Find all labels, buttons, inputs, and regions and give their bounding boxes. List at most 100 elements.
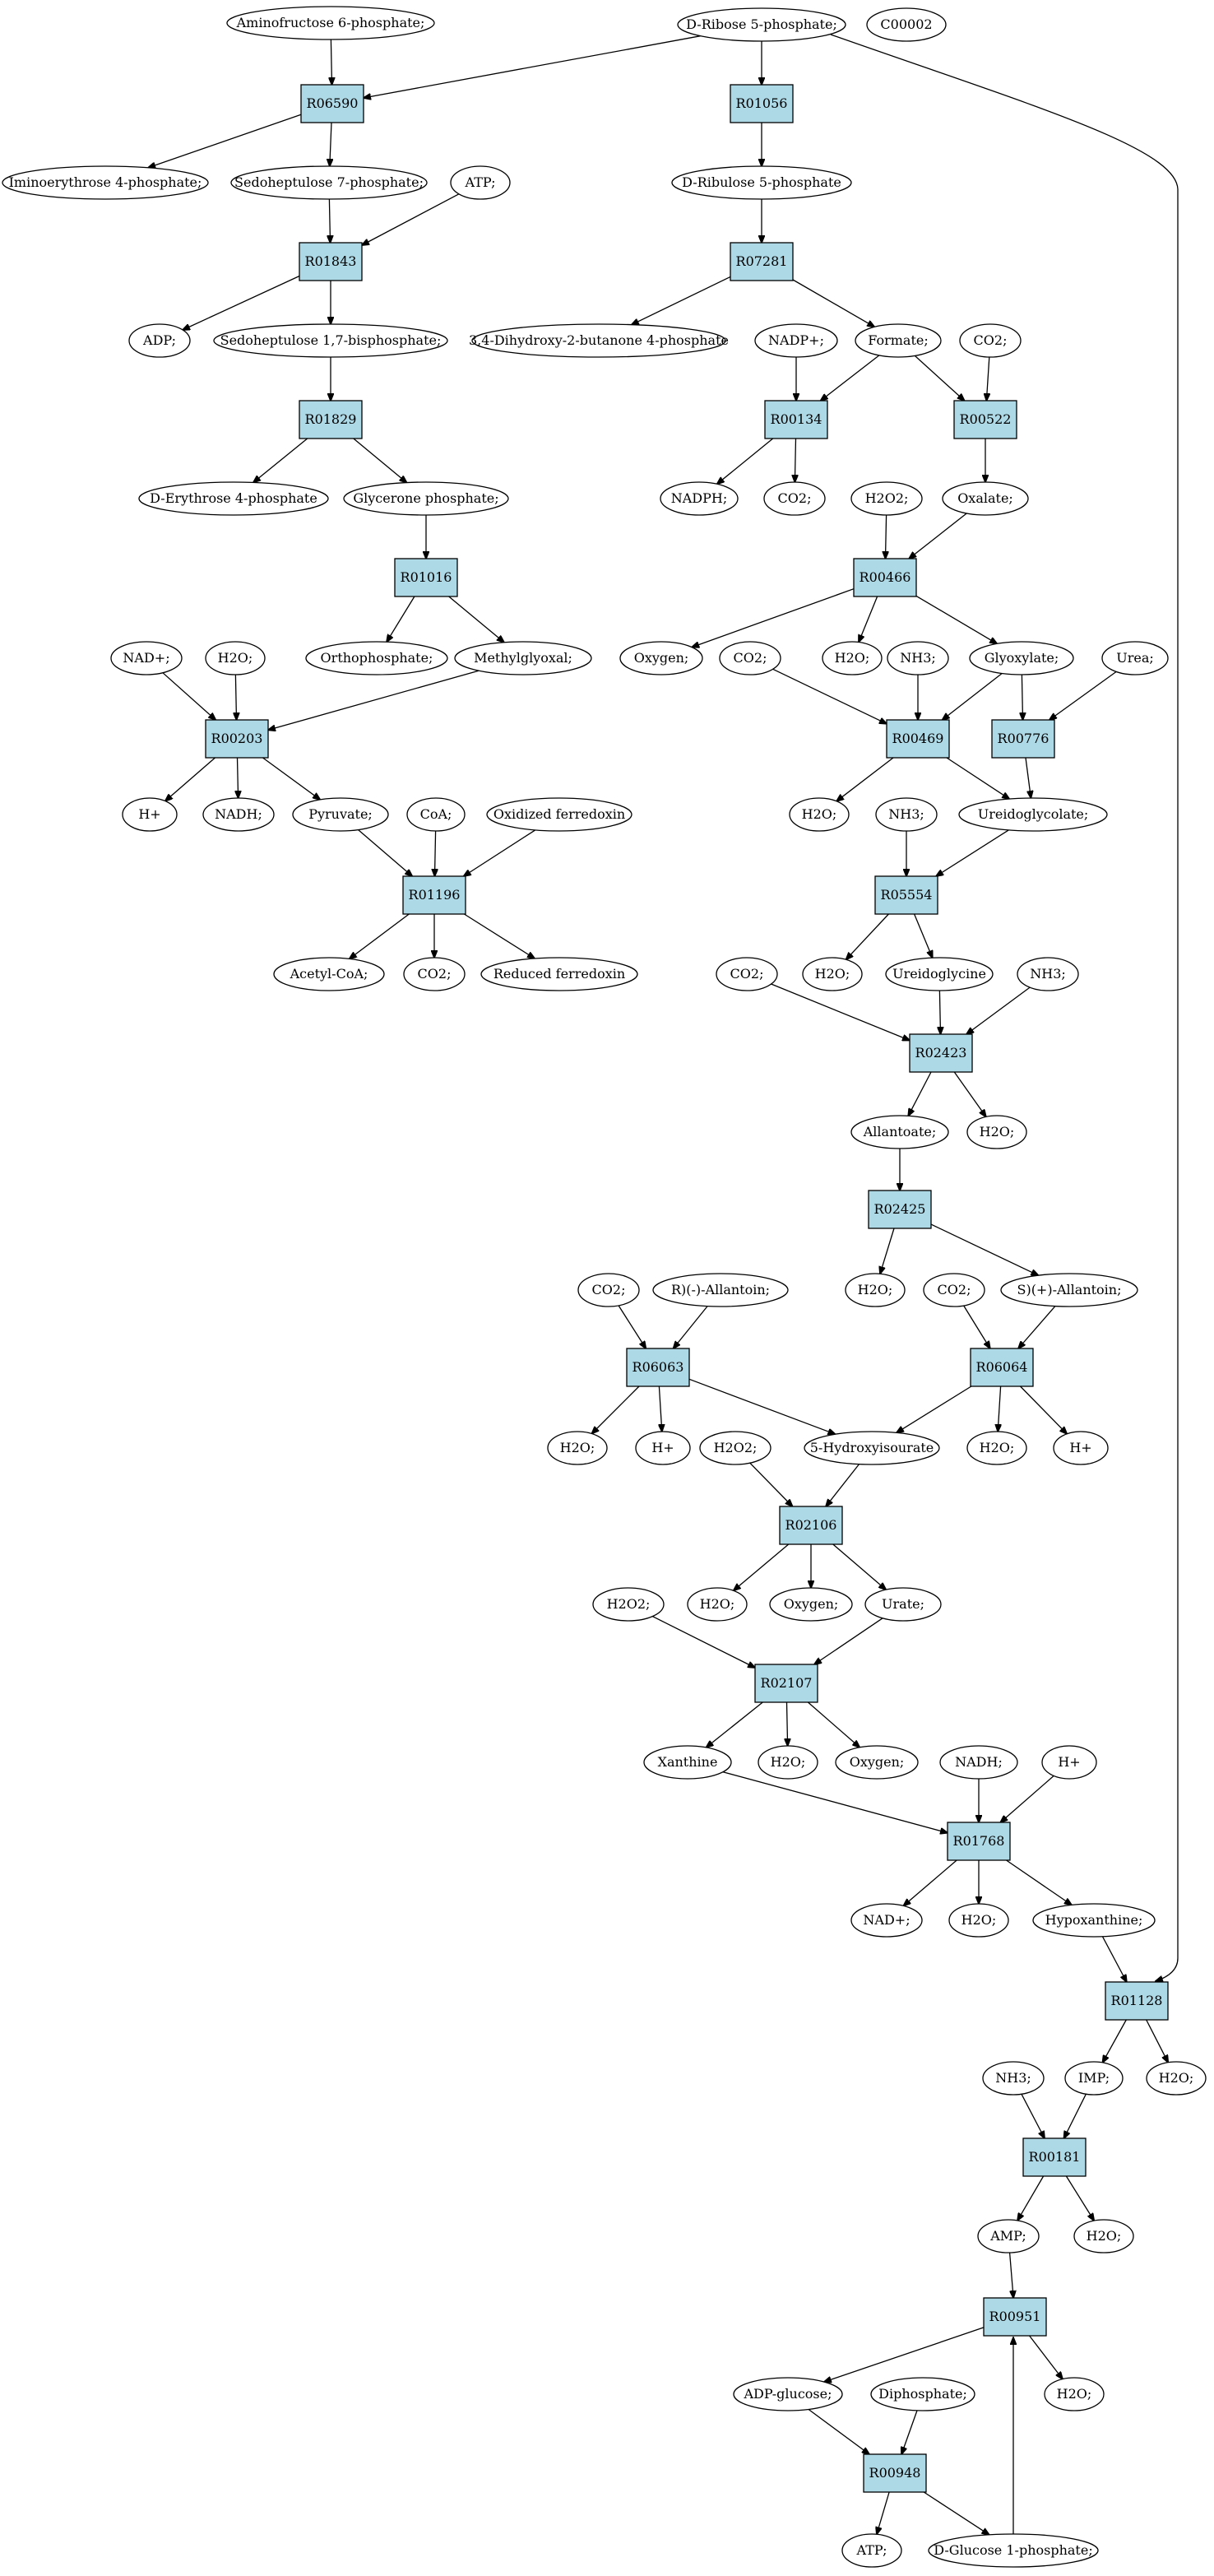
compound-node-c-allantoate: Allantoate; [850,1115,949,1149]
compound-node-c-h2o-m: H2O; [1073,2219,1134,2253]
node-label: Pyruvate; [308,806,373,822]
compound-node-c-h2o2-b: H2O2; [699,1431,771,1465]
compound-ellipse [982,2061,1045,2096]
compound-node-c-pyruvate: Pyruvate; [292,797,389,832]
reaction-box [947,1822,1011,1861]
reaction-box [299,400,363,439]
node-label: Glyoxylate; [985,650,1059,666]
node-label: R05554 [881,887,933,903]
compound-ellipse [948,1903,1009,1938]
compound-node-c-nadp: NADP+; [754,323,838,358]
edge-c-hplus-d-to-r-01768 [1000,1775,1054,1822]
edge-r-00466-to-c-h2o-b [859,596,878,643]
compound-node-c-h2o-n: H2O; [1044,2377,1105,2411]
compound-ellipse [450,165,511,200]
compound-ellipse [273,957,385,991]
compound-node-c-sallantoin: S)(+)-Allantoin; [1000,1273,1138,1307]
reaction-node-r-00776: R00776 [991,719,1055,759]
compound-ellipse [959,323,1022,358]
compound-ellipse [733,2377,843,2411]
reaction-node-r-01196: R01196 [402,875,466,915]
reaction-node-r-01829: R01829 [299,400,363,439]
node-label: R06064 [976,1359,1028,1375]
compound-ellipse [804,1431,940,1465]
compound-ellipse [652,1273,789,1307]
edge-c-sallantoin-to-r-06064 [1018,1306,1056,1348]
compound-ellipse [343,481,509,516]
reaction-node-r-06590: R06590 [300,84,364,123]
node-label: NH3; [995,2070,1031,2086]
compound-node-c-c00002: C00002 [866,7,947,42]
node-label: H2O; [700,1596,735,1612]
node-label: H2O; [560,1440,595,1455]
compound-ellipse [763,481,826,516]
compound-node-c-co2-e: CO2; [716,957,778,991]
compound-ellipse [887,641,949,675]
compound-ellipse [845,1273,906,1307]
node-label: H2O; [1087,2228,1122,2244]
reaction-node-r-00134: R00134 [764,400,828,439]
compound-node-c-nadh-b: NADH; [939,1745,1018,1780]
compound-node-c-rallantoin: R)(-)-Allantoin; [652,1273,789,1307]
edge-c-co2-g-to-r-06064 [963,1305,990,1348]
node-label: Oxygen; [784,1596,839,1612]
edge-r-01768-to-c-hypoxanthine [1006,1859,1072,1905]
edge-r-00951-to-c-adpglucose [824,2327,985,2382]
node-label: CO2; [778,490,812,506]
node-label: R00522 [960,411,1012,427]
compound-ellipse [1032,1903,1156,1938]
node-label: H2O; [961,1912,997,1928]
edge-r-00466-to-c-glyoxylate [915,595,997,643]
edge-r-01128-to-c-imp [1103,2019,1127,2063]
node-label: H+ [1069,1440,1091,1455]
reaction-box [863,2453,927,2493]
compound-ellipse [870,2377,975,2411]
compound-node-c-amino6p: Aminofructose 6-phosphate; [226,6,435,40]
compound-ellipse [138,481,329,516]
edge-r-00469-to-c-ureidoglycolate [946,757,1009,799]
edge-c-h2o-a-to-r-00203 [235,674,236,720]
compound-node-c-oxfd: Oxidized ferredoxin [486,797,632,832]
compound-ellipse [939,1745,1018,1780]
compound-ellipse [958,797,1108,832]
edge-r-00181-to-c-h2o-m [1065,2175,1094,2221]
reaction-node-r-01843: R01843 [299,242,363,281]
reaction-node-r-00469: R00469 [886,719,950,759]
compound-node-c-xanthine: Xanthine [643,1745,732,1780]
reaction-box [299,242,363,281]
edge-r-00134-to-c-nadph [717,438,774,484]
compound-ellipse [835,1745,919,1780]
node-label: NH3; [1030,966,1066,982]
compound-ellipse [1101,641,1169,675]
compound-ellipse [619,641,703,675]
edge-c-pyruvate-to-r-01196 [358,829,413,876]
compound-node-c-erythrose4p: D-Erythrose 4-phosphate [138,481,329,516]
compound-ellipse [660,481,739,516]
compound-node-c-imino4p: Iminoerythrose 4-phosphate; [2,165,209,200]
compound-ellipse [969,641,1074,675]
node-label: Urea; [1116,650,1154,666]
edge-r-00181-to-c-amp [1017,2175,1045,2221]
edge-r-00466-to-c-oxygen-a [692,588,855,647]
node-label: NH3; [900,650,936,666]
compound-ellipse [769,1587,853,1622]
node-label: H2O; [980,1440,1015,1455]
compound-ellipse [643,1745,732,1780]
node-label: Ureidoglycine [892,966,986,982]
edge-r-01768-to-c-nad-b [904,1859,957,1905]
edge-c-xanthine-to-r-01768 [722,1771,948,1833]
edge-c-nad-a-to-r-00203 [162,672,215,720]
reaction-node-r-07281: R07281 [730,242,794,281]
compound-ellipse [789,797,850,832]
compound-ellipse [841,2533,902,2568]
edge-r-02425-to-c-sallantoin [930,1223,1039,1275]
compound-node-c-methylglyoxal: Methylglyoxal; [454,641,592,675]
compound-node-c-nh3-d: NH3; [982,2061,1045,2096]
node-label: H2O2; [714,1440,758,1455]
compound-node-c-h2o-h: H2O; [966,1431,1027,1465]
node-label: NAD+; [863,1912,910,1928]
edge-c-glyoxylate-to-r-00469 [943,672,1003,721]
node-label: D-Ribose 5-phosphate; [686,16,837,32]
node-label: D-Glucose 1-phosphate; [934,2542,1092,2558]
node-label: H2O2; [865,490,909,506]
